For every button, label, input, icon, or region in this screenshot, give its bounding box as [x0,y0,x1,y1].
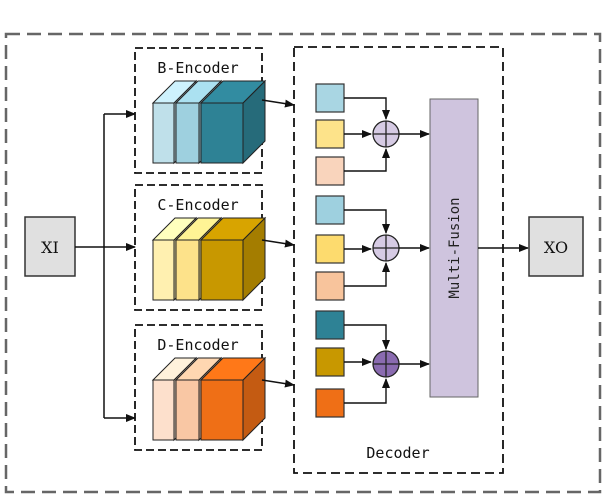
input-node: XI [24,216,76,277]
encoder-label: C-Encoder [157,196,238,214]
add-operator [372,234,400,262]
feature-block [199,356,267,442]
feature-arrow [344,209,390,234]
input-label: XI [41,238,59,257]
feature-square [315,234,345,264]
feature-arrow [344,148,390,172]
decoder-label: Decoder [366,444,429,462]
outer-frame [4,32,602,494]
encoder-2: C-Encoder [134,184,267,311]
input-branch-arrows [75,110,136,422]
encoder-frame [134,47,263,174]
encoder-label: B-Encoder [157,59,238,77]
feature-square [315,83,345,113]
feature-square [315,388,345,418]
add-operator [372,350,400,378]
feature-groups [315,83,430,418]
encoder-label: D-Encoder [157,336,238,354]
output-node: XO [528,216,584,277]
feature-square [315,156,345,186]
feature-square [315,271,345,301]
encoder-1: B-Encoder [134,47,267,174]
feature-arrow [344,262,390,287]
encoder-frame [134,184,263,311]
add-operator [372,120,400,148]
feature-square [315,310,345,340]
feature-square [315,119,345,149]
feature-arrow [344,97,390,120]
feature-block [199,79,267,165]
multi-fusion-block: Multi-Fusion [429,98,479,398]
encoder-frame [134,324,263,451]
feature-square [315,195,345,225]
feature-group-3 [315,310,430,418]
feature-group-1 [315,83,430,186]
feature-arrow [344,324,390,350]
output-label: XO [544,238,568,257]
decoder-frame [293,46,504,474]
multi-fusion-label: Multi-Fusion [447,197,463,298]
feature-square [315,347,345,377]
encoder-to-decoder-arrows [261,99,295,388]
feature-group-2 [315,195,430,301]
feature-arrow [344,378,390,404]
feature-block [199,216,267,302]
encoder-3: D-Encoder [134,324,267,451]
